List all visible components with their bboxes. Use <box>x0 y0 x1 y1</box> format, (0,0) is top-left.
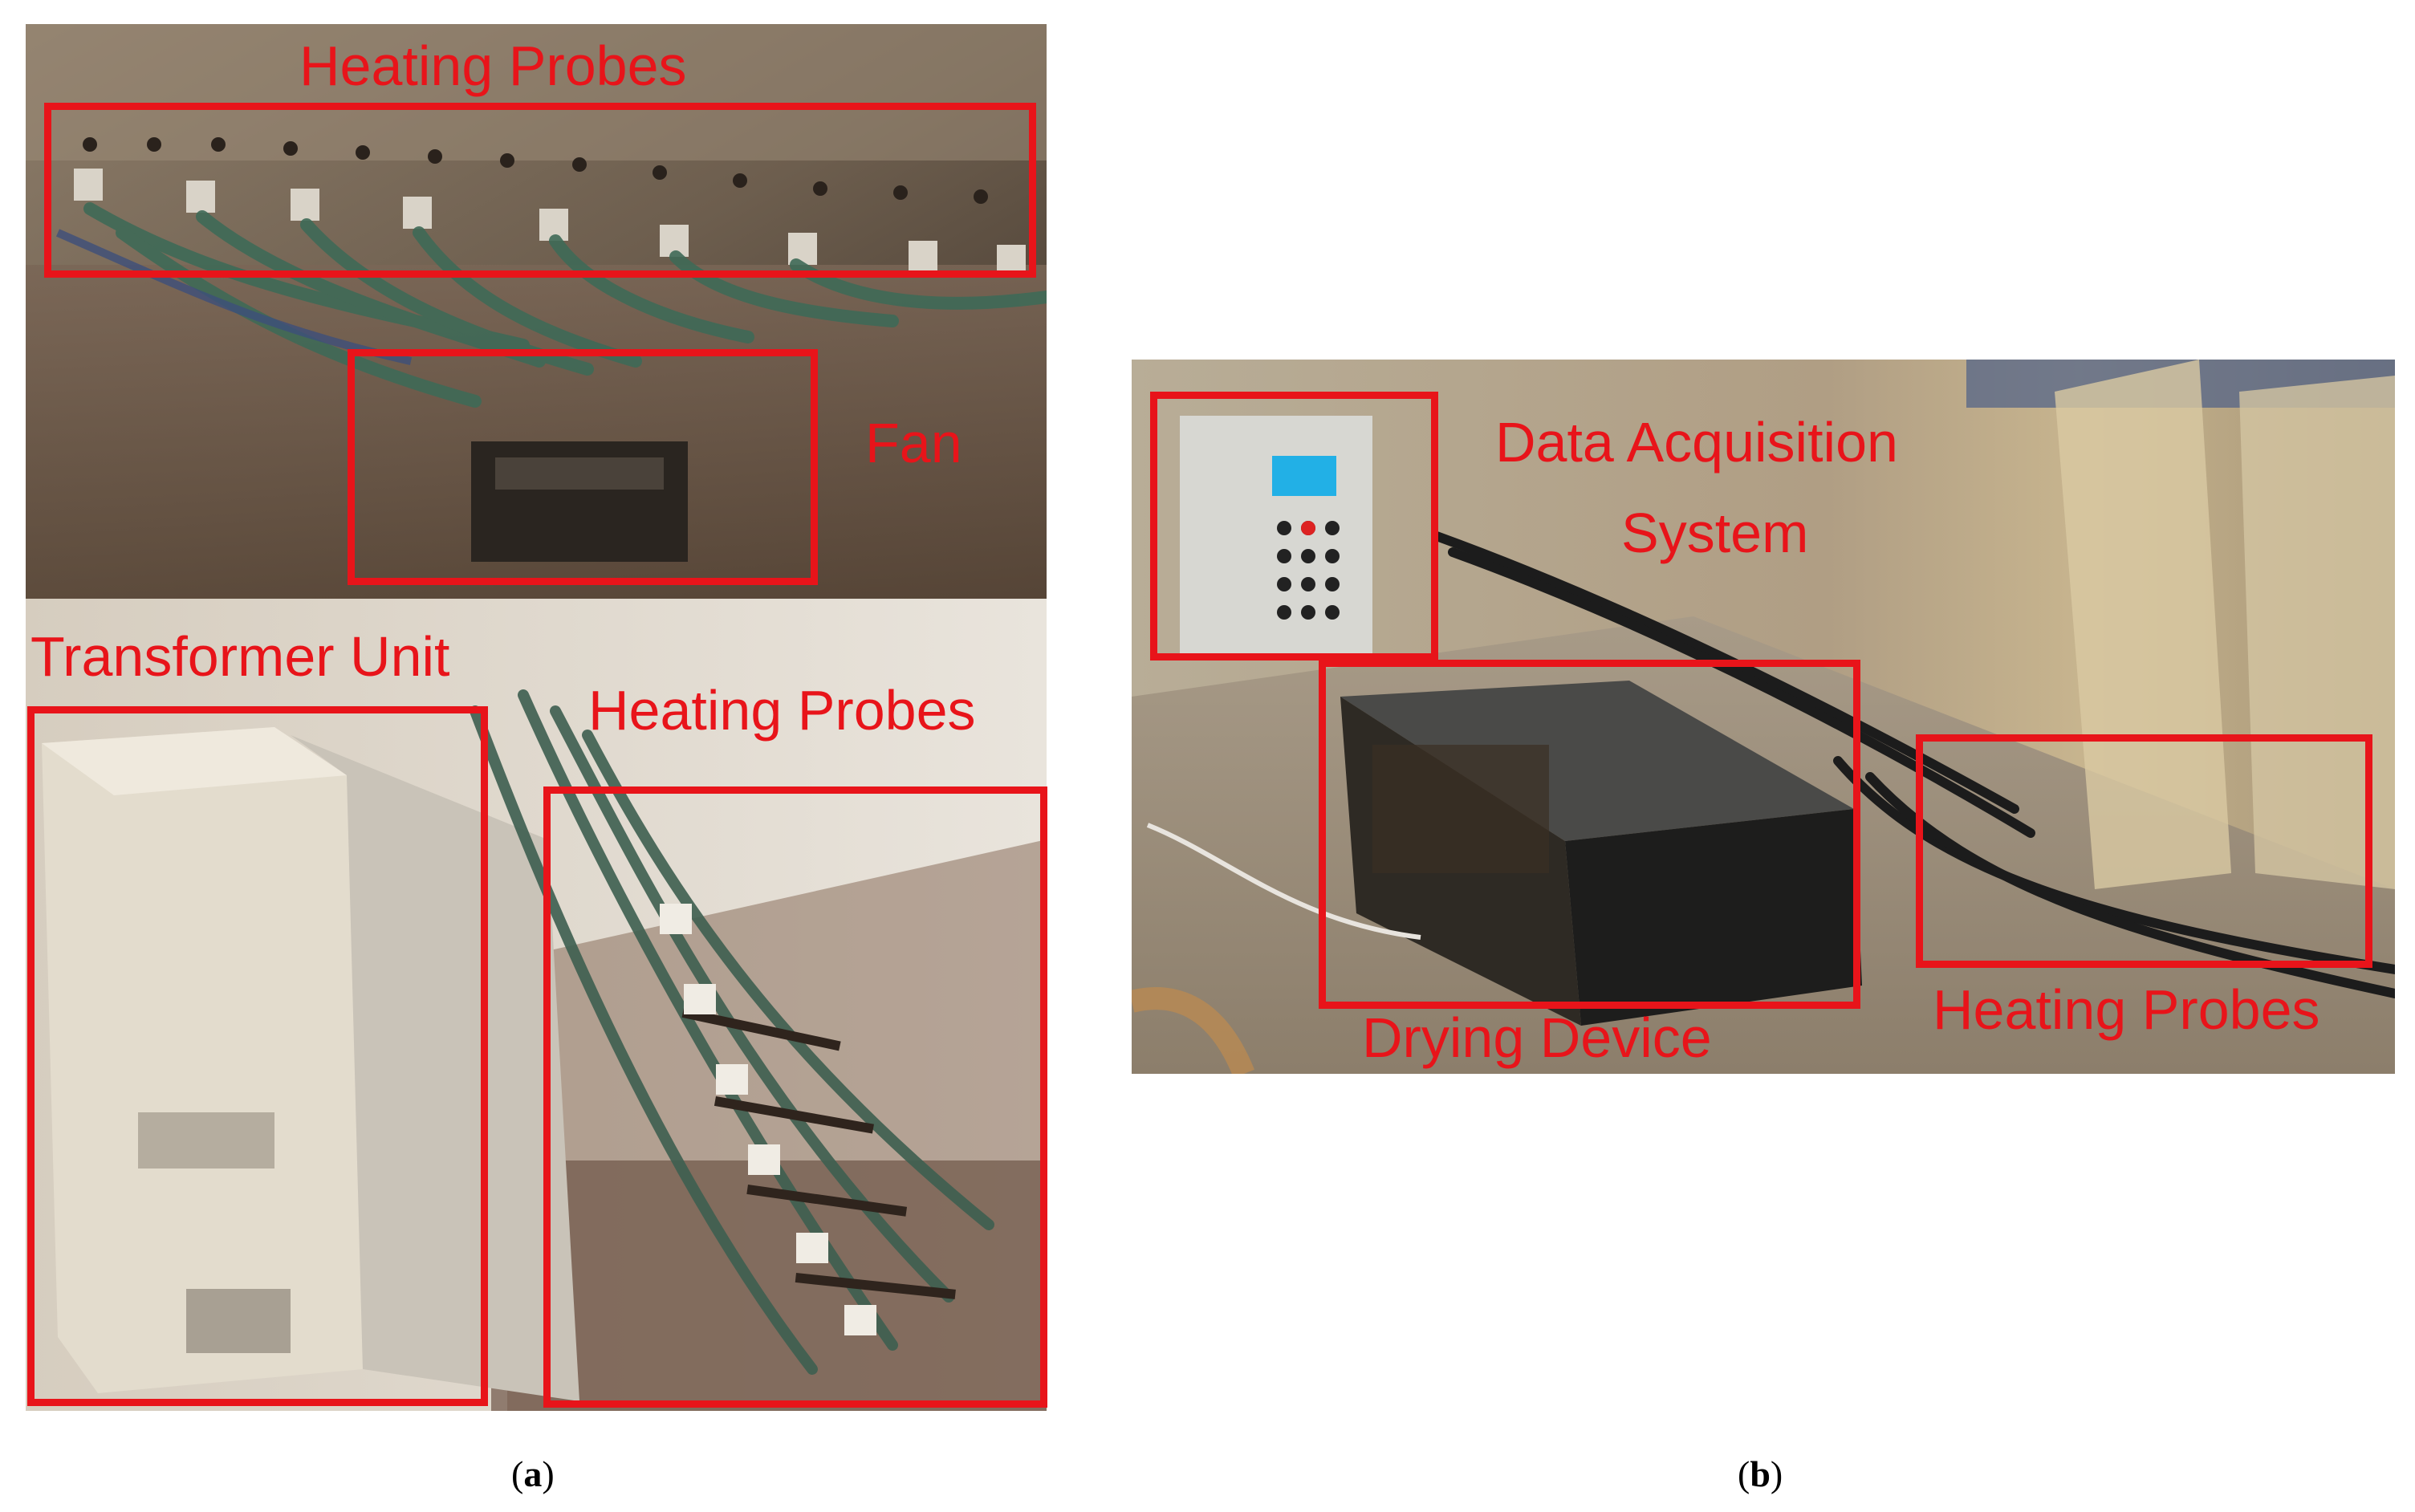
fan-box <box>348 349 818 585</box>
panel-a-caption: (a) <box>511 1453 555 1495</box>
caption-a-open: ( <box>511 1453 524 1494</box>
data-acquisition-system-box <box>1150 392 1438 660</box>
panel-a-bottom-photo <box>26 599 1047 1411</box>
caption-b-letter: b <box>1750 1453 1771 1494</box>
data-acquisition-label-line1: Data Acquisition <box>1495 411 1898 474</box>
caption-a-close: ) <box>542 1453 555 1494</box>
drying-device-label: Drying Device <box>1362 1006 1712 1069</box>
transformer-unit-label: Transformer Unit <box>30 625 450 688</box>
heating-probes-box-a-top <box>44 103 1036 278</box>
heating-probes-label-a-top: Heating Probes <box>299 35 687 97</box>
heating-probes-box-b <box>1916 734 2372 968</box>
data-acquisition-label-line2: System <box>1621 502 1809 564</box>
heating-probes-box-a-bottom <box>543 786 1047 1408</box>
panel-b-caption: (b) <box>1738 1453 1783 1495</box>
panel-a-bottom-scene <box>26 599 1047 1411</box>
panel-b-scene <box>1132 360 2395 1074</box>
caption-a-letter: a <box>523 1453 543 1494</box>
panel-a-top-scene <box>26 24 1047 599</box>
panel-b-photo <box>1132 360 2395 1074</box>
fan-label: Fan <box>865 412 962 474</box>
caption-b-close: ) <box>1770 1453 1783 1494</box>
panel-a-top-photo <box>26 24 1047 599</box>
caption-b-open: ( <box>1738 1453 1750 1494</box>
heating-probes-label-b: Heating Probes <box>1933 978 2320 1041</box>
drying-device-box <box>1319 660 1860 1009</box>
heating-probes-label-a-bottom: Heating Probes <box>588 679 976 742</box>
transformer-unit-box <box>27 706 488 1406</box>
